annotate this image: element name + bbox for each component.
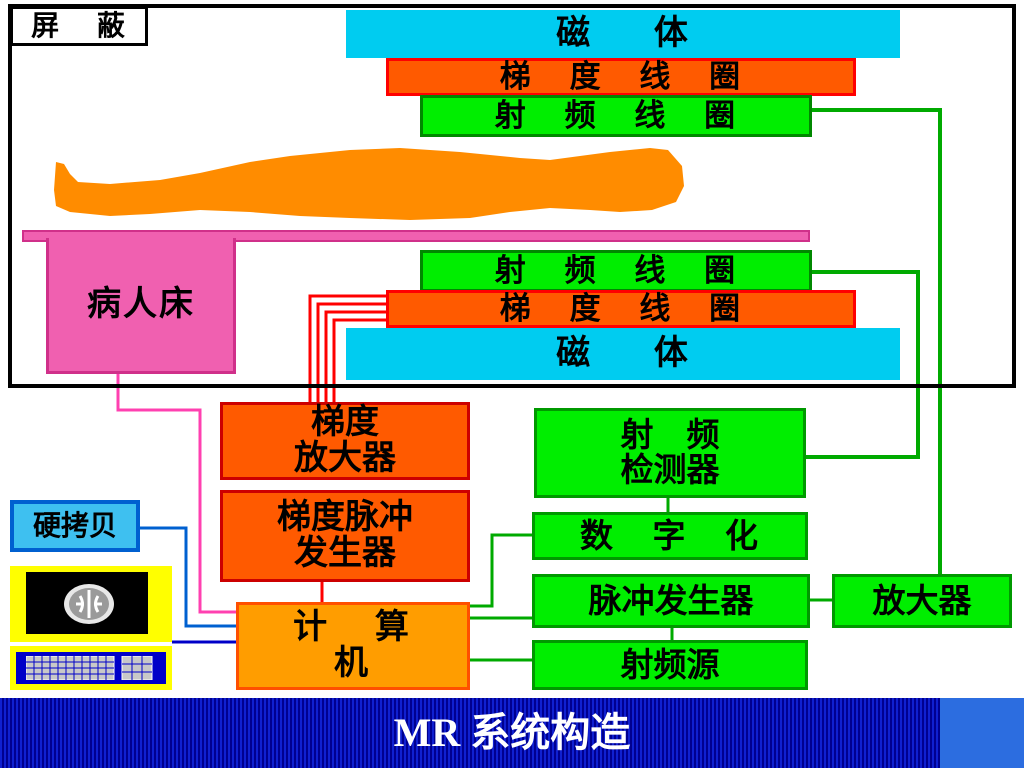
digitizer: 数 字 化: [532, 512, 808, 560]
bed-to-computer-line: [116, 372, 240, 614]
brain-scan-icon: [64, 584, 114, 624]
patient-bed: 病人床: [46, 238, 236, 374]
amplifier: 放大器: [832, 574, 1012, 628]
rf-coil-to-amplifier-line: [812, 108, 942, 578]
computer-to-digitizer-line: [470, 533, 532, 608]
shield-label: 屏 蔽: [10, 6, 148, 46]
gradient-pulse-line2: 发生器: [294, 533, 396, 573]
title-bar-end-block: [940, 698, 1024, 768]
gradient-wire-2: [316, 302, 388, 404]
pulse-generator: 脉冲发生器: [532, 574, 810, 628]
hardcopy-to-computer-line: [140, 526, 240, 628]
gradient-amplifier-line2: 放大器: [294, 438, 396, 478]
rf-source: 射频源: [532, 640, 808, 690]
gradient-pulse-line1: 梯度脉冲: [277, 497, 413, 538]
rf-detector: 射 频 检测器: [534, 408, 806, 498]
rf-coil-to-detector-line: [806, 270, 920, 459]
gradient-amplifier: 梯度 放大器: [220, 402, 470, 480]
top-magnet: 磁 体: [346, 10, 900, 58]
gradient-wire-4: [332, 318, 388, 404]
rf-detector-line1: 射 频: [620, 415, 720, 455]
rf-detector-line2: 检测器: [620, 450, 720, 489]
bottom-title-bar: [0, 698, 1024, 768]
gradient-wire-3: [324, 310, 388, 404]
gradient-pulse-generator: 梯度脉冲 发生器: [220, 490, 470, 582]
keyboard-keys-icon: [26, 656, 153, 680]
bottom-magnet: 磁 体: [346, 328, 900, 380]
bottom-rf-coil: 射 频 线 圈: [420, 250, 812, 292]
computer: 计 算 机: [236, 602, 470, 690]
top-rf-coil: 射 频 线 圈: [420, 95, 812, 137]
hardcopy: 硬拷贝: [10, 500, 140, 552]
patient-silhouette: [54, 148, 684, 220]
shield-frame: [8, 4, 1016, 388]
bottom-gradient-coil: 梯 度 线 圈: [386, 290, 856, 328]
top-gradient-coil: 梯 度 线 圈: [386, 58, 856, 96]
gradient-amplifier-line1: 梯度: [311, 402, 379, 443]
gradient-wire-1: [308, 294, 388, 404]
page-title: MR 系统构造: [393, 710, 631, 755]
